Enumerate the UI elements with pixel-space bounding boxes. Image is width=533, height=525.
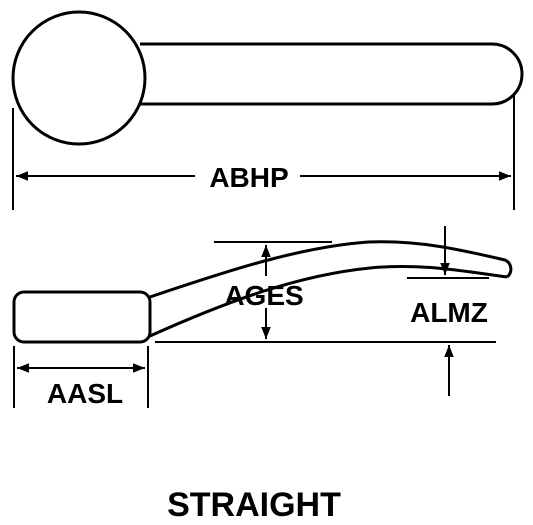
caption-straight: STRAIGHT xyxy=(167,486,341,524)
handle-knob xyxy=(11,10,147,146)
side-view xyxy=(12,240,513,344)
dimension-ages xyxy=(155,241,496,343)
label-almz: ALMZ xyxy=(410,297,488,328)
handle-shaft-side-lower xyxy=(149,264,508,338)
label-aasl: AASL xyxy=(47,378,123,409)
handle-grip xyxy=(12,290,152,344)
top-view xyxy=(11,10,524,146)
handle-shaft-side-upper xyxy=(149,240,513,299)
dimension-abhp xyxy=(12,94,515,210)
handle-shaft-top xyxy=(140,42,524,106)
label-abhp: ABHP xyxy=(209,162,288,193)
dimension-almz xyxy=(407,226,489,396)
dimension-aasl xyxy=(13,346,149,408)
label-ages: AGES xyxy=(224,280,303,311)
